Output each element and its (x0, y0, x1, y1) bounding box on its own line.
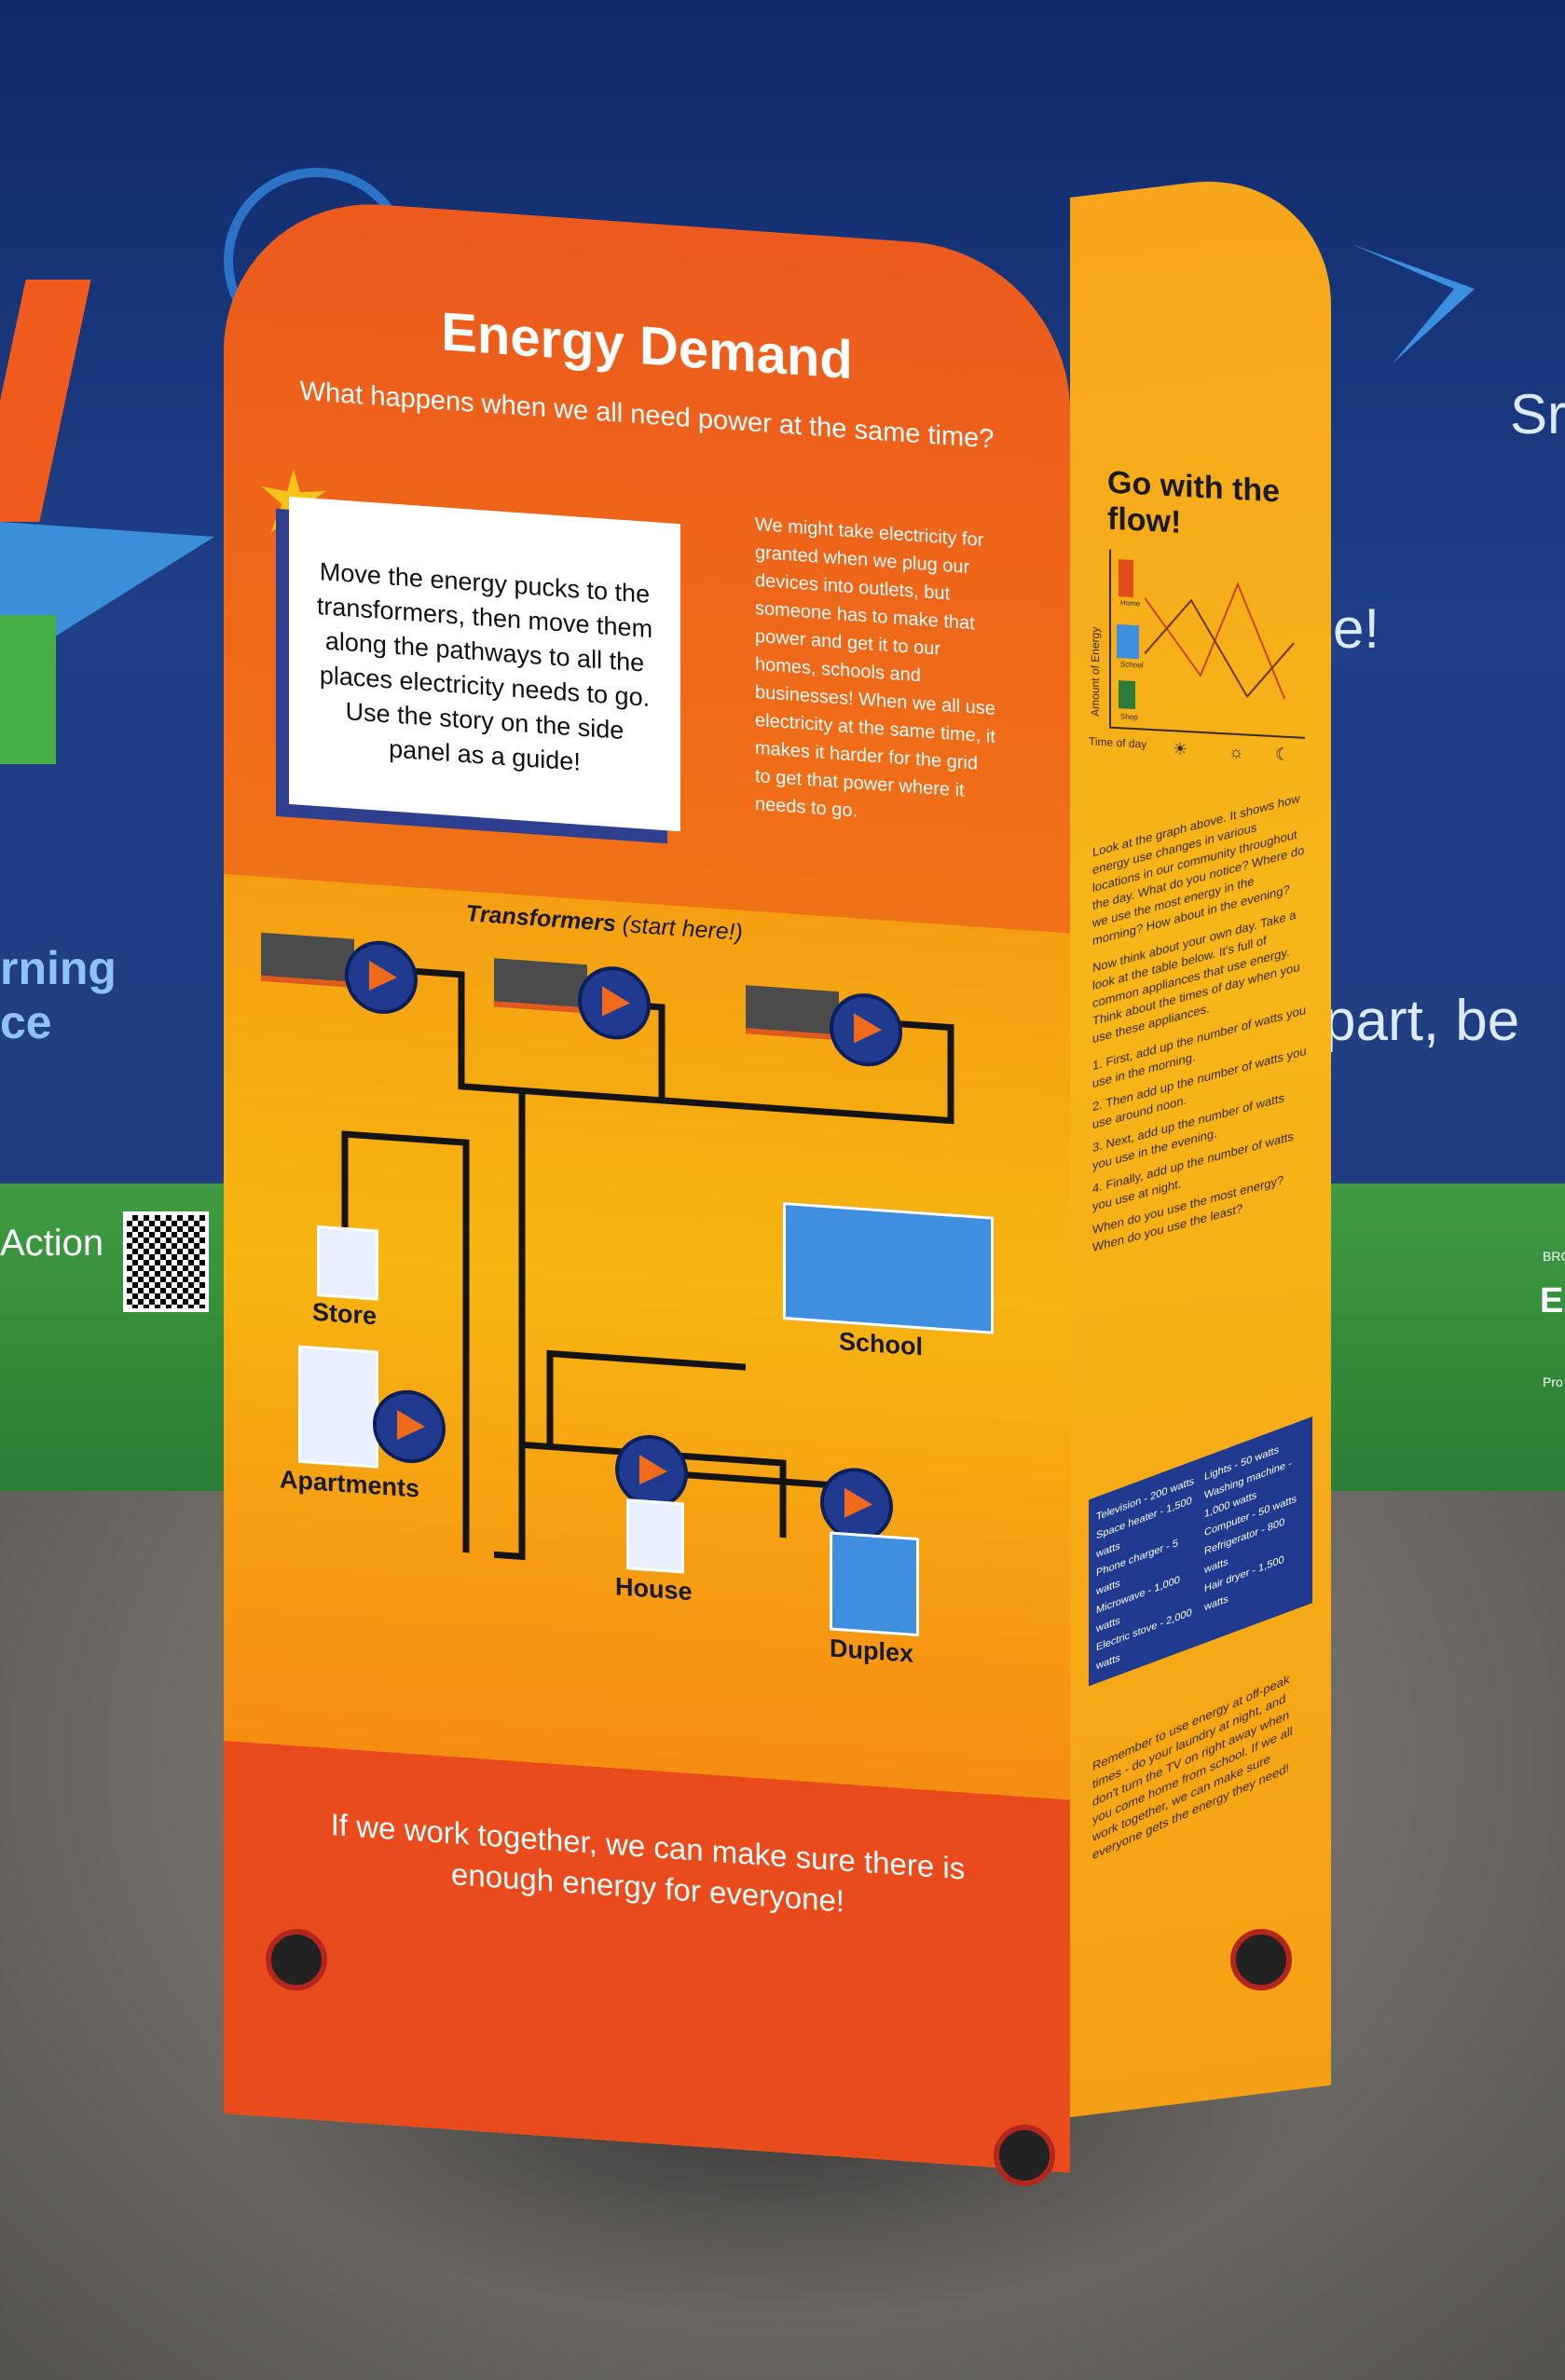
qr-code[interactable] (123, 1211, 209, 1312)
graph-y-label: Amount of Energy (1089, 626, 1102, 718)
kiosk-side-panel: Go with the flow! Amount of Energy Home … (1070, 165, 1331, 2117)
transformer-1 (261, 932, 354, 988)
side-title: Go with the flow! (1107, 464, 1281, 540)
energy-graph: Amount of Energy Home School Shop Time o… (1089, 539, 1312, 765)
instruction-card: Move the energy pucks to the transformer… (289, 496, 680, 832)
sunrise-icon: ☀ (1173, 739, 1188, 759)
house-building-icon (626, 1498, 684, 1574)
graph-row-home: Home (1120, 598, 1141, 609)
background-text-right-1: Sr (1510, 383, 1565, 445)
sun-noon-icon: ☼ (1229, 742, 1244, 762)
background-text-right-small-3: Pro (1543, 1375, 1563, 1389)
appliance-column-left: Television - 200 watts Space heater - 1,… (1096, 1469, 1203, 1676)
duplex-building-icon (830, 1531, 919, 1637)
story-text: We might take electricity for granted wh… (755, 513, 995, 822)
caster-wheel (266, 1929, 327, 1990)
transformer-2 (494, 958, 587, 1014)
caster-wheel (994, 2125, 1055, 2186)
kiosk-front-panel: Energy Demand What happens when we all n… (224, 194, 1070, 2173)
side-closing: Remember to use energy at off-peak times… (1092, 1671, 1293, 1863)
background-text-right-small-1: BRO (1543, 1249, 1565, 1264)
background-text-right-3: part, be (1324, 989, 1520, 1053)
home-icon (1119, 559, 1133, 597)
school-building-icon (783, 1201, 994, 1334)
instruction-text: Move the energy pucks to the transformer… (316, 557, 653, 776)
graph-row-shop: Shop (1120, 712, 1138, 722)
graph-row-school: School (1120, 660, 1144, 670)
store-building-icon (317, 1224, 378, 1301)
background-text-right-2: e! (1333, 597, 1380, 660)
place-label-house: House (615, 1572, 693, 1607)
shop-icon (1119, 680, 1135, 710)
background-text-left: rning ce (0, 942, 117, 1048)
graph-lines (1145, 581, 1295, 699)
apartments-building-icon (298, 1345, 378, 1469)
place-label-school: School (839, 1327, 924, 1361)
moon-icon: ☾ (1275, 745, 1291, 764)
place-label-store: Store (312, 1297, 378, 1331)
place-label-duplex: Duplex (830, 1634, 914, 1668)
school-icon (1117, 623, 1139, 660)
appliance-table: Television - 200 watts Space heater - 1,… (1089, 1416, 1312, 1687)
background-letter-shape-green (0, 615, 56, 764)
caster-wheel (1230, 1929, 1292, 1990)
appliance-column-right: Lights - 50 watts Washing machine - 1,00… (1204, 1429, 1309, 1618)
transformer-3 (746, 985, 839, 1041)
background-text-right-small-2: E (1540, 1281, 1564, 1320)
side-text-block: Look at the graph above. It shows how en… (1092, 787, 1307, 1257)
graph-y-axis (1109, 549, 1111, 727)
graph-x-label: Time of day (1089, 734, 1147, 751)
background-text-action: Action (0, 1223, 104, 1264)
